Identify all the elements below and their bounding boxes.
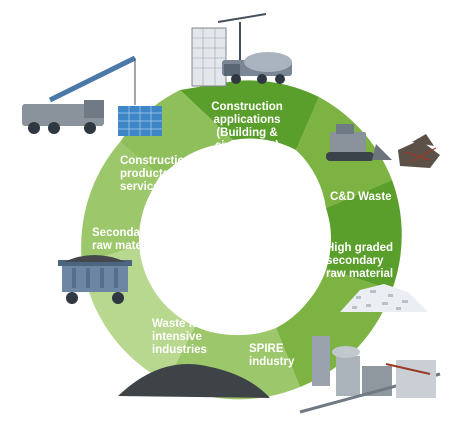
dark-slag-heap-icon bbox=[118, 364, 270, 398]
mine-cart-icon bbox=[58, 255, 132, 304]
crushed-aggregate-pile-icon bbox=[340, 284, 428, 312]
segment-high-graded bbox=[325, 180, 402, 290]
label-construction-applications: Construction applications (Building & ci… bbox=[211, 101, 283, 152]
tower-crane-building-and-mixer-truck-icon bbox=[191, 13, 292, 87]
segment-construction-applications bbox=[180, 80, 319, 150]
label-cd-waste: C&D Waste bbox=[330, 191, 392, 203]
ring-center bbox=[139, 143, 331, 335]
bulldozer-and-rubble-icon bbox=[326, 124, 440, 168]
label-spire-industry: SPIRE industry bbox=[249, 343, 295, 368]
label-construction-products: Construction products and services bbox=[120, 155, 193, 193]
label-secondary-raw: Secondary raw materials bbox=[92, 227, 166, 252]
label-high-graded: High graded secondary raw material bbox=[326, 242, 394, 280]
label-waste-industries: Waste from intensive industries bbox=[152, 318, 215, 356]
industrial-plant-icon bbox=[299, 336, 441, 414]
crane-truck-with-panel-icon bbox=[22, 55, 162, 136]
